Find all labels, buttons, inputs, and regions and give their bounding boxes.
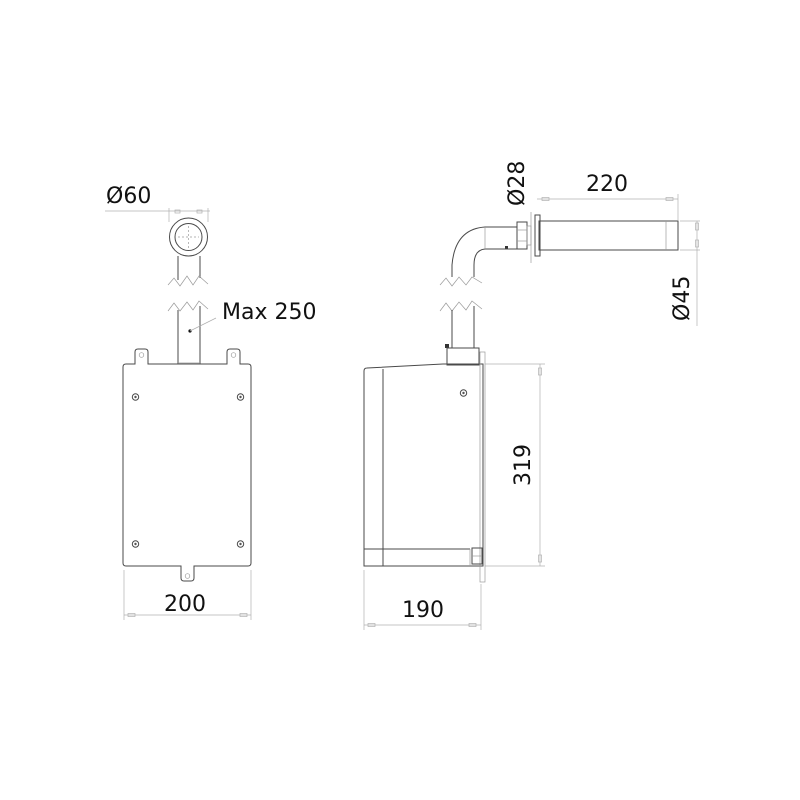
arrow-mark (538, 367, 542, 376)
washer (526, 225, 532, 246)
depth-label: 190 (402, 598, 444, 623)
front-pipe-diameter-label: Ø60 (106, 184, 151, 209)
width-label: 200 (164, 592, 206, 617)
screw-icon (131, 393, 140, 401)
max-length-label: Max 250 (222, 300, 316, 325)
arrow-mark (174, 209, 181, 214)
tab-hole (230, 352, 237, 358)
elbow-outer (451, 226, 517, 277)
spout-body (538, 220, 679, 251)
break-line (439, 300, 483, 312)
arrow-mark (127, 613, 136, 617)
front-view: Ø60 Max 250 (105, 184, 316, 620)
arrow-mark (695, 222, 699, 231)
arrow-mark (538, 554, 542, 563)
pipe-inner-circle (174, 223, 203, 251)
back-plate (479, 351, 486, 583)
arrow-mark (239, 613, 248, 617)
screw-icon (459, 389, 468, 397)
break-line (439, 276, 483, 287)
tab-hole (184, 573, 191, 579)
marker (445, 344, 449, 348)
tab-hole (138, 352, 145, 358)
height-label: 319 (511, 444, 536, 486)
cabinet-body (363, 363, 484, 567)
marker (505, 246, 508, 249)
break-line (167, 300, 209, 312)
pipe-outer-circle (169, 217, 208, 257)
wall-flange (534, 214, 541, 257)
side-pipe-diameter-label: Ø28 (505, 161, 530, 206)
screw-icon (236, 540, 245, 548)
break-line (167, 275, 209, 287)
arrow-mark (196, 209, 203, 214)
arrow-mark (695, 239, 699, 248)
screw-icon (131, 540, 140, 548)
elbow-inner (473, 248, 517, 277)
side-view: Ø28 220 Ø45 (363, 161, 700, 630)
spout-length-label: 220 (586, 172, 628, 197)
leader-line (189, 317, 217, 332)
pipe-connector (446, 347, 480, 366)
mounting-plate (122, 348, 252, 582)
spout-diameter-label: Ø45 (670, 276, 695, 321)
arrow-mark (541, 197, 550, 201)
screw-icon (236, 393, 245, 401)
arrow-mark (367, 623, 376, 627)
nut (516, 221, 528, 250)
arrow-mark (665, 197, 674, 201)
arrow-mark (468, 623, 477, 627)
